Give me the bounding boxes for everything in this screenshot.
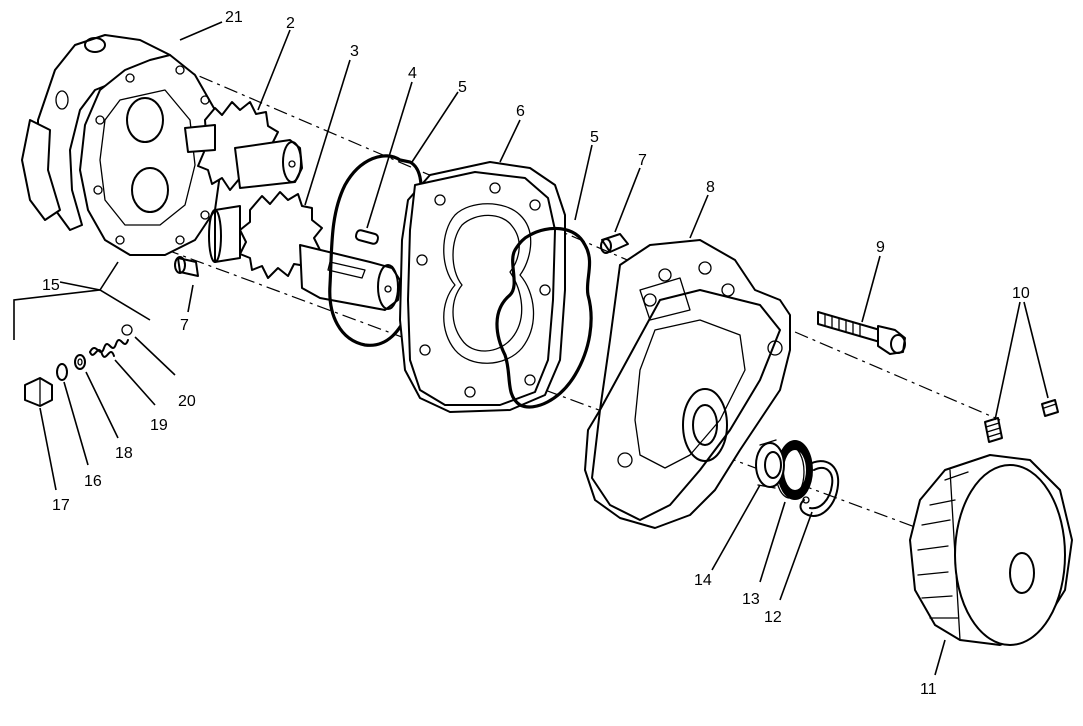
- callout-12: 12: [764, 609, 782, 626]
- callout-9: 9: [876, 239, 885, 256]
- bushing: [755, 439, 785, 489]
- callout-18: 18: [115, 445, 133, 462]
- callout-4: 4: [408, 65, 417, 82]
- front-cover-flange: [584, 239, 791, 529]
- callout-3: 3: [350, 43, 359, 60]
- assembly-axes: [139, 54, 1001, 541]
- callout-7-lower: 7: [180, 317, 189, 334]
- callout-labels: 21 2 3 4 5 6 5 7 8 9 10 15 7 20 19 18 16…: [42, 9, 1030, 698]
- callout-16: 16: [84, 473, 102, 490]
- driven-gear-shaft: [208, 191, 401, 311]
- retaining-ring: [799, 460, 840, 517]
- callout-2: 2: [286, 15, 295, 32]
- callout-19: 19: [150, 417, 168, 434]
- o-ring-right: [495, 226, 593, 409]
- gear-plate-body: [399, 161, 566, 413]
- callout-15: 15: [42, 277, 60, 294]
- oil-seal: [775, 440, 813, 500]
- relief-valve-group: [24, 324, 133, 407]
- callout-6: 6: [516, 103, 525, 120]
- leader-lines: [13, 21, 1049, 676]
- drive-gear: [184, 101, 303, 191]
- woodruff-key: [354, 229, 380, 245]
- callout-11: 11: [920, 681, 937, 698]
- dowel-pin-lower: [174, 256, 199, 277]
- callout-13: 13: [742, 591, 760, 608]
- set-screws: [984, 399, 1059, 443]
- callout-8: 8: [706, 179, 715, 196]
- timing-pulley: [909, 454, 1073, 646]
- callout-10: 10: [1012, 285, 1030, 302]
- pump-housing: [21, 34, 223, 256]
- callout-5-right: 5: [590, 129, 599, 146]
- callout-14: 14: [694, 572, 712, 589]
- callout-21: 21: [225, 9, 243, 26]
- callout-20: 20: [178, 393, 196, 410]
- callout-5-left: 5: [458, 79, 467, 96]
- callout-7-upper: 7: [638, 152, 647, 169]
- dowel-pin-upper: [600, 233, 629, 254]
- callout-17: 17: [52, 497, 70, 514]
- cap-screw: [817, 311, 906, 355]
